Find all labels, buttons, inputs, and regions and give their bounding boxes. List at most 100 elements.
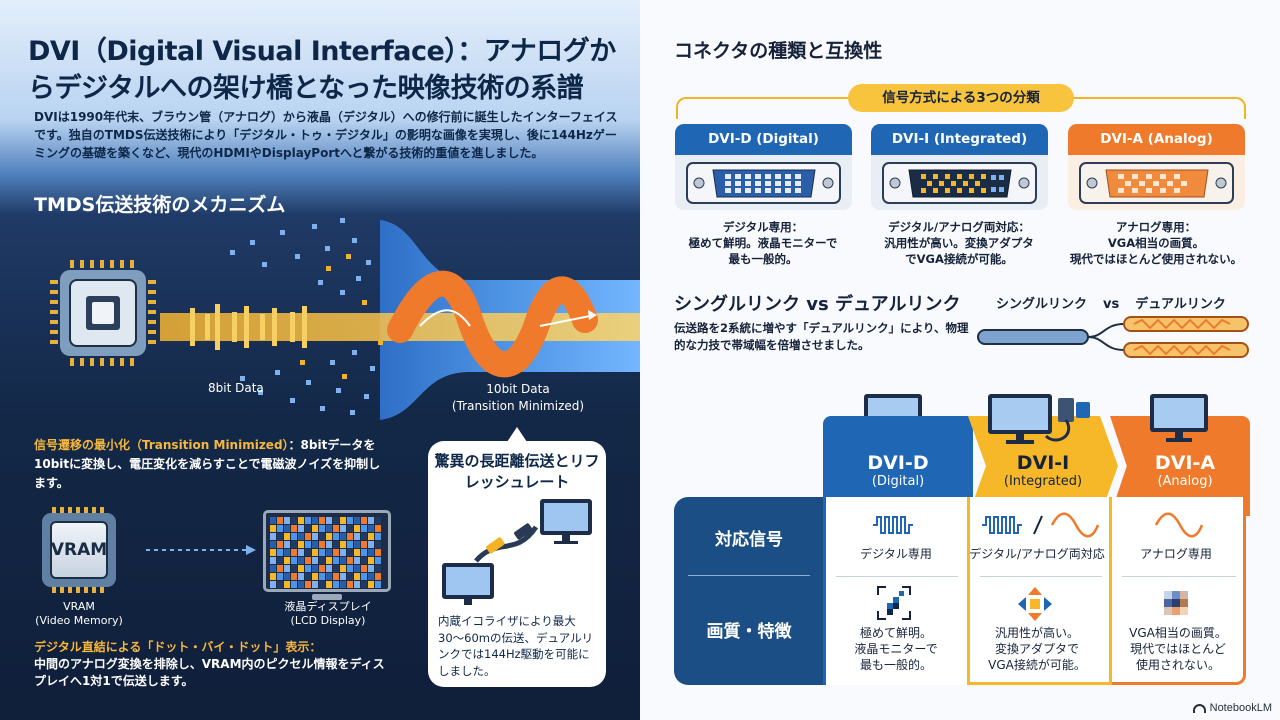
lcd-pixel: [312, 573, 318, 580]
8bit-data-bars: [190, 304, 307, 350]
connector-card-dvi-a: DVI-A (Analog): [1068, 124, 1245, 210]
long-distance-callout: 驚異の長距離伝送とリフレッシュレート 内蔵イコライザにより最大30〜60mの伝送…: [428, 441, 606, 687]
lcd-pixel: [277, 557, 283, 564]
transfer-arrow: [146, 545, 256, 555]
lcd-pixel: [305, 557, 311, 564]
lcd-pixel: [375, 541, 381, 548]
lcd-pixel: [319, 533, 325, 540]
link-cables-icon: [977, 316, 1249, 358]
lcd-pixel: [326, 541, 332, 548]
lcd-pixel: [319, 549, 325, 556]
lcd-pixel: [354, 581, 360, 588]
lcd-pixel: [312, 557, 318, 564]
tmds-diagram: 8bit Data 10bit Data (Transition Minimiz…: [50, 218, 640, 420]
lcd-pixel: [277, 541, 283, 548]
lcd-pixel: [298, 581, 304, 588]
dvi-d-connector-icon: [686, 162, 841, 204]
lcd-pixel: [368, 533, 374, 540]
vram-chip-label: VRAM: [50, 540, 108, 560]
callout-text: 内蔵イコライザにより最大30〜60mの伝送、デュアルリンクでは144Hz駆動を可…: [438, 614, 594, 678]
lcd-pixel: [291, 557, 297, 564]
lcd-label: 液晶ディスプレイ (LCD Display): [260, 600, 396, 628]
row-label-quality: 画質・特徴: [706, 622, 792, 642]
column-dvi-i-cells: [967, 497, 1112, 685]
lcd-pixel: [354, 525, 360, 532]
lcd-pixel: [368, 573, 374, 580]
lcd-pixel: [305, 533, 311, 540]
lcd-pixel: [291, 549, 297, 556]
lcd-pixel: [361, 541, 367, 548]
lcd-pixel: [312, 525, 318, 532]
lcd-pixel: [326, 565, 332, 572]
lcd-pixel: [340, 557, 346, 564]
lcd-pixel: [326, 525, 332, 532]
lcd-pixel: [333, 581, 339, 588]
cell-i-signal: デジタル/アナログ両対応: [969, 547, 1105, 561]
blurry-pixel-icon: [1164, 591, 1188, 615]
lcd-pixel: [277, 525, 283, 532]
vram-label-line1: VRAM: [63, 600, 95, 613]
lcd-pixel: [375, 565, 381, 572]
table-row-headers: 対応信号 画質・特徴: [674, 497, 824, 685]
bubble-tail: [507, 427, 527, 442]
lcd-pixel: [368, 525, 374, 532]
link-text: 伝送路を2系統に増やす「デュアルリンク」により、物理的な力技で帯域幅を倍増させま…: [674, 321, 969, 352]
connector-heading: コネクタの種類と互換性: [674, 40, 883, 62]
page-title: DVI（Digital Visual Interface）：アナログからデジタル…: [28, 36, 616, 104]
label-10bit-line2: (Transition Minimized): [452, 399, 584, 413]
lcd-pixel: [340, 581, 346, 588]
pixel-dots: [230, 218, 375, 415]
gpu-chip-icon: [50, 260, 156, 366]
lcd-pixel: [333, 573, 339, 580]
lcd-pixel: [319, 517, 325, 524]
lcd-pixel: [375, 557, 381, 564]
lcd-pixel: [319, 581, 325, 588]
digital-signal-icon: [873, 516, 913, 534]
cell-d-signal: デジタル専用: [860, 547, 932, 561]
lcd-pixel: [284, 525, 290, 532]
monitor-adapter-icon-dvi-i: [988, 394, 1090, 444]
lcd-pixel: [333, 565, 339, 572]
lcd-label-line2: (LCD Display): [290, 614, 366, 627]
lcd-pixel: [361, 573, 367, 580]
lcd-pixel: [354, 557, 360, 564]
lcd-pixel: [354, 533, 360, 540]
lcd-pixel: [361, 525, 367, 532]
left-panel: DVI（Digital Visual Interface）：アナログからデジタル…: [0, 0, 640, 720]
connector-title: DVI-A (Analog): [1068, 124, 1245, 155]
connector-card-dvi-i: DVI-I (Integrated): [871, 124, 1048, 210]
lcd-pixel: [319, 557, 325, 564]
callout-title: 驚異の長距離伝送とリフレッシュレート: [434, 452, 600, 491]
lcd-pixel: [347, 565, 353, 572]
lcd-pixel: [291, 541, 297, 548]
lcd-pixel: [375, 517, 381, 524]
lcd-pixel: [291, 533, 297, 540]
lcd-pixel: [277, 517, 283, 524]
tmds-heading: TMDS伝送技術のメカニズム: [34, 194, 286, 216]
lcd-display-icon: [263, 510, 391, 592]
col-d-title: DVI-D: [867, 452, 929, 474]
lcd-pixel: [333, 549, 339, 556]
lcd-pixel: [319, 565, 325, 572]
lcd-pixel: [354, 573, 360, 580]
lcd-pixel: [375, 525, 381, 532]
connector-desc-dvi-d: デジタル専用： 極めて鮮明。液晶モニターで 最も一般的。: [688, 220, 838, 266]
lcd-pixel: [312, 541, 318, 548]
lcd-pixel: [375, 533, 381, 540]
lcd-pixel: [354, 541, 360, 548]
lcd-pixel: [305, 581, 311, 588]
lcd-pixel: [326, 557, 332, 564]
lcd-pixel: [361, 557, 367, 564]
lcd-pixel: [361, 565, 367, 572]
lcd-pixel: [326, 573, 332, 580]
transition-explanation: 信号遷移の最小化（Transition Minimized）：8bitデータを1…: [34, 436, 389, 493]
lcd-pixel: [347, 549, 353, 556]
lcd-pixel: [368, 581, 374, 588]
lcd-pixel: [305, 549, 311, 556]
lcd-pixel: [368, 557, 374, 564]
vram-label-line2: (Video Memory): [35, 614, 123, 627]
lcd-pixel: [361, 517, 367, 524]
lcd-pixel: [368, 549, 374, 556]
lcd-pixel: [270, 525, 276, 532]
